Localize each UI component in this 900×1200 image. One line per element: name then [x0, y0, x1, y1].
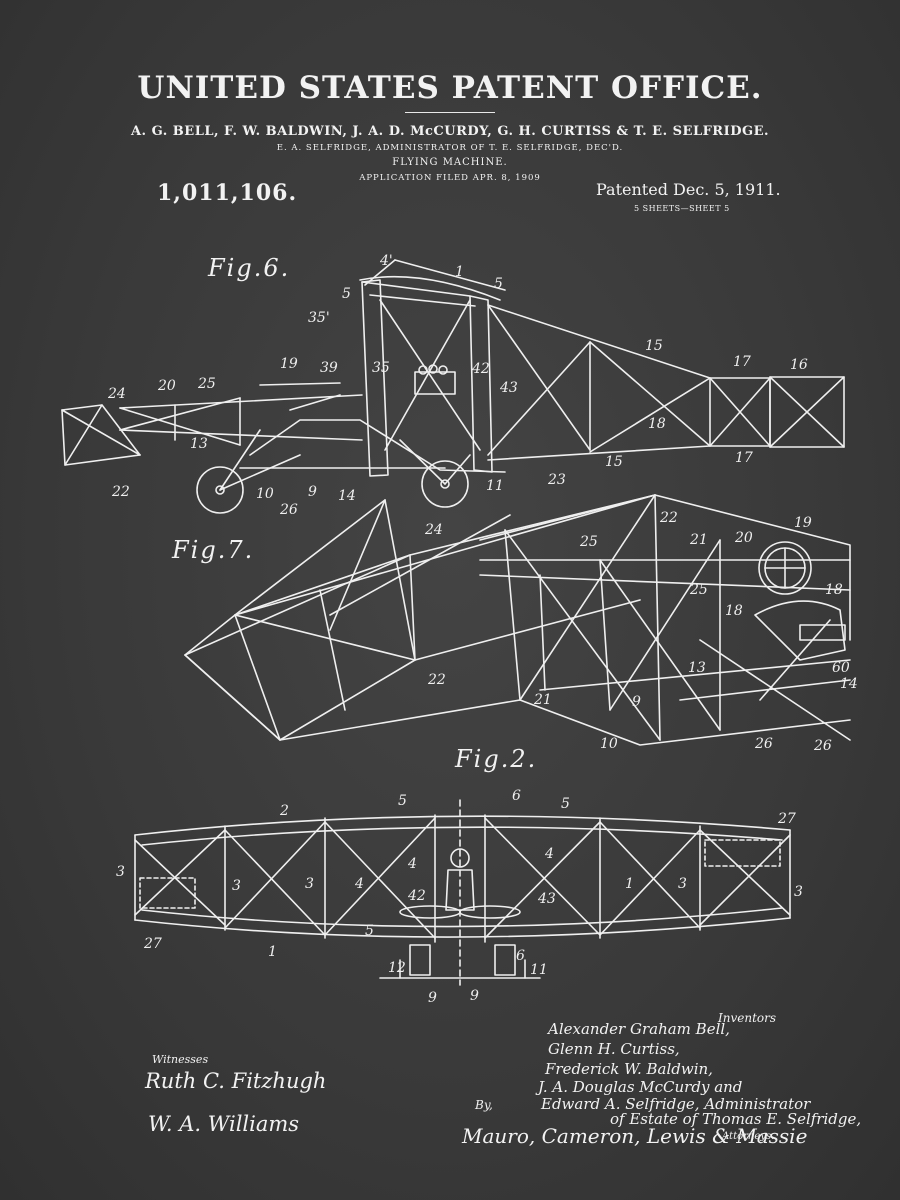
- fig7-numeral: 19: [794, 515, 812, 531]
- witness-signature: Ruth C. Fitzhugh: [145, 1069, 327, 1093]
- fig7-numeral: 14: [840, 676, 858, 692]
- fig7-numeral: 22: [659, 510, 678, 526]
- fig7-numeral: 25: [579, 534, 598, 550]
- inventor-signature: Edward A. Selfridge, Administrator: [541, 1095, 811, 1113]
- fig2-numeral: 27: [143, 936, 162, 952]
- inventor-signature: J. A. Douglas McCurdy and: [538, 1078, 743, 1096]
- fig2-numeral: 6: [512, 788, 521, 804]
- fig2-numeral: 3: [116, 864, 125, 880]
- fig7-numeral: 26: [754, 736, 773, 752]
- fig7-numeral: 60: [832, 660, 850, 676]
- attorneys-signature: Mauro, Cameron, Lewis & Massie: [462, 1124, 808, 1148]
- inventor-signature: Frederick W. Baldwin,: [545, 1060, 713, 1078]
- fig6-numeral: 1: [455, 264, 464, 280]
- fig7-label: Fig.7.: [172, 536, 255, 564]
- fig2-numeral: 2: [279, 803, 289, 819]
- title-rule: [405, 112, 495, 113]
- fig6-numeral: 13: [190, 436, 208, 452]
- by-label: By,: [475, 1098, 493, 1112]
- inventor-signature: Alexander Graham Bell,: [548, 1020, 730, 1038]
- witnesses-label: Witnesses: [152, 1053, 209, 1066]
- fig2-numeral: 5: [398, 793, 407, 809]
- fig6-numeral: 17: [733, 354, 751, 370]
- fig7-numeral: 9: [632, 694, 641, 710]
- fig6-numeral: 15: [605, 454, 623, 470]
- fig6-numeral: 4': [379, 253, 393, 269]
- fig7-numeral: 13: [688, 660, 706, 676]
- fig2-numeral: 9: [428, 990, 437, 1006]
- inventors-line: A. G. BELL, F. W. BALDWIN, J. A. D. McCU…: [130, 124, 770, 139]
- fig7-numeral: 21: [689, 532, 708, 548]
- fig6-numeral: 10: [256, 486, 274, 502]
- fig6-numeral: 43: [499, 380, 518, 396]
- fig2-numeral: 12: [388, 960, 406, 976]
- fig2-numeral: 1: [268, 944, 277, 960]
- fig7-numeral: 26: [813, 738, 832, 754]
- fig6-numeral: 16: [790, 357, 808, 373]
- fig7-numeral: 22: [427, 672, 446, 688]
- fig2-numeral: 4: [354, 876, 364, 892]
- fig6-numeral: 5: [494, 276, 503, 292]
- fig6-numeral: 25: [197, 376, 216, 392]
- invention-title: FLYING MACHINE.: [392, 157, 508, 168]
- fig2-numeral: 3: [232, 878, 241, 894]
- fig6-numeral: 18: [648, 416, 666, 432]
- administrator-line: E. A. SELFRIDGE, ADMINISTRATOR OF T. E. …: [276, 143, 624, 153]
- office-title: UNITED STATES PATENT OFFICE.: [137, 70, 763, 106]
- fig6-numeral: 15: [645, 338, 663, 354]
- fig2-numeral: 4: [407, 856, 417, 872]
- fig6-numeral: 20: [157, 378, 176, 394]
- fig7-numeral: 21: [533, 692, 552, 708]
- fig2-numeral: 3: [678, 876, 687, 892]
- fig2-numeral: 27: [777, 811, 796, 827]
- inventors-label: Inventors: [718, 1011, 777, 1025]
- fig7-numeral: 18: [725, 603, 743, 619]
- fig6-numeral: 42: [471, 361, 490, 377]
- fig2-numeral: 11: [530, 962, 548, 978]
- fig6-drawing: 4' 1 5 5 35' 15 17 16 19 39 35 42 43 24 …: [61, 253, 845, 518]
- fig2-numeral: 6: [516, 948, 525, 964]
- fig6-numeral: 5: [342, 286, 351, 302]
- witness-signature: W. A. Williams: [148, 1112, 300, 1136]
- fig7-numeral: 10: [600, 736, 618, 752]
- fig2-label: Fig.2.: [455, 745, 538, 773]
- fig2-numeral: 1: [625, 876, 634, 892]
- fig2-numeral: 5: [365, 923, 374, 939]
- fig6-numeral: 35: [372, 360, 390, 376]
- fig7-drawing: 23 22 19 24 25 21 20 18 25 18 22 13 60 1…: [184, 472, 858, 754]
- fig2-numeral: 42: [407, 888, 426, 904]
- fig7-numeral: 24: [424, 522, 443, 538]
- fig2-numeral: 4: [544, 846, 554, 862]
- fig6-numeral: 39: [320, 360, 338, 376]
- fig2-numeral: 9: [470, 988, 479, 1004]
- fig6-numeral: 17: [735, 450, 753, 466]
- fig7-numeral: 18: [825, 582, 843, 598]
- fig2-drawing: 6 2 5 5 27 3 3 3 4 4 42 4 43 1 3 3 27 1 …: [116, 788, 803, 1006]
- fig2-numeral: 43: [537, 891, 556, 907]
- fig6-numeral: 24: [107, 386, 126, 402]
- fig2-numeral: 5: [561, 796, 570, 812]
- sheet-count: 5 SHEETS—SHEET 5: [634, 204, 730, 213]
- fig7-numeral: 23: [547, 472, 566, 488]
- fig2-numeral: 3: [794, 884, 803, 900]
- fig6-label: Fig.6.: [208, 254, 291, 282]
- application-filed: APPLICATION FILED APR. 8, 1909: [359, 173, 541, 183]
- fig6-numeral: 22: [111, 484, 130, 500]
- inventor-signature: of Estate of Thomas E. Selfridge,: [610, 1110, 862, 1128]
- fig7-numeral: 20: [734, 530, 753, 546]
- fig6-numeral: 26: [279, 502, 298, 518]
- fig6-numeral: 9: [308, 484, 317, 500]
- patent-number: 1,011,106.: [157, 180, 298, 206]
- fig6-numeral: 35': [308, 310, 330, 326]
- inventor-signature: Glenn H. Curtiss,: [548, 1040, 680, 1058]
- fig6-numeral: 19: [280, 356, 298, 372]
- fig2-numeral: 3: [305, 876, 314, 892]
- fig6-numeral: 11: [486, 478, 504, 494]
- fig7-numeral: 25: [689, 582, 708, 598]
- attorneys-label: Attorneys.: [722, 1131, 775, 1142]
- patented-date: Patented Dec. 5, 1911.: [596, 180, 781, 199]
- fig6-numeral: 14: [338, 488, 356, 504]
